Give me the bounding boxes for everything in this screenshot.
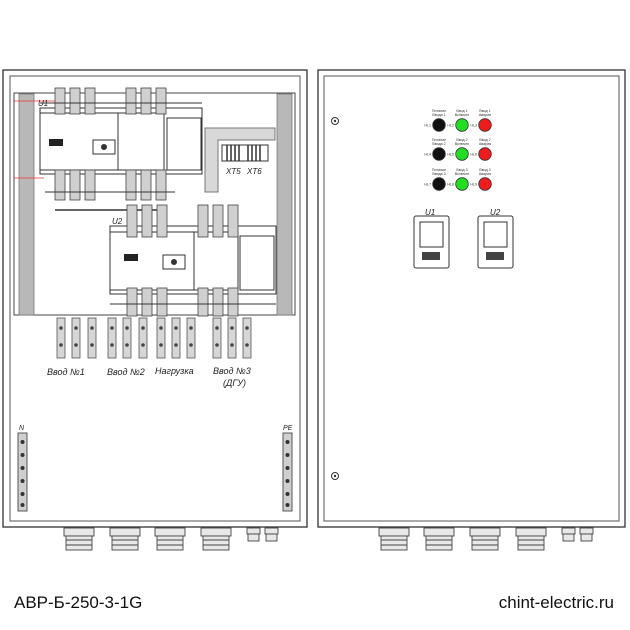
u1-display-box: [166, 117, 202, 171]
website-caption[interactable]: chint-electric.ru: [498, 593, 614, 612]
u2-brand-plate: [124, 254, 138, 261]
neutral-bar-label: N: [19, 425, 25, 432]
right-cable-glands: [378, 527, 594, 551]
indicator-caption-line2: Ввода 2: [432, 142, 445, 146]
indicator-tag: HL9: [470, 183, 477, 187]
indicator-lamp-icon: [478, 147, 492, 161]
indicator-caption-line2: Ввода 1: [432, 113, 445, 117]
door-lock-top-dot: [333, 119, 337, 123]
neutral-bar: N: [17, 425, 28, 512]
switch-u2-label: U2: [112, 217, 123, 226]
u1-right-module: [117, 112, 165, 171]
indicator-tag: HL4: [424, 153, 431, 157]
bus-label-input3: Ввод №3: [213, 366, 251, 376]
indicator-caption-line2: Авария: [479, 172, 491, 176]
left-panel-inner-frame: [9, 75, 301, 522]
indicator-caption-line1: Питание: [432, 138, 446, 142]
indicator-tag: HL5: [447, 153, 454, 157]
indicator-caption-line2: Авария: [479, 113, 491, 117]
indicator-lamp-icon: [432, 177, 446, 191]
input-busbars: [56, 317, 252, 359]
controller-u2: U2: [477, 208, 514, 269]
controller-u1-label: U1: [425, 208, 435, 217]
indicator-caption-line1: Ввод 3: [456, 168, 467, 172]
transfer-switch-u1: U1: [38, 87, 203, 211]
indicator-tag: HL1: [424, 124, 431, 128]
u2-right-module: [193, 231, 239, 291]
terminal-block-strip: [221, 144, 269, 162]
indicator-caption-line1: Ввод 2: [456, 138, 467, 142]
controller-u1: U1: [413, 208, 450, 269]
bus-label-input3-dgu: (ДГУ): [223, 378, 246, 388]
indicator-lamp-icon: [432, 147, 446, 161]
indicator-caption-line1: Питание: [432, 168, 446, 172]
u2-handle-pin: [171, 259, 177, 265]
controller-u2-label: U2: [490, 208, 501, 217]
bus-label-input1: Ввод №1: [47, 367, 85, 377]
left-side-rail: [18, 93, 35, 316]
indicator-caption-line1: Ввод 1: [479, 109, 490, 113]
indicator-lamp-icon: [478, 118, 492, 132]
product-model-caption: АВР-Б-250-3-1G: [14, 593, 143, 612]
terminal-block-label-xt6: XT6: [246, 167, 262, 176]
left-panel: U1: [2, 69, 308, 551]
bus-label-load: Нагрузка: [155, 366, 194, 376]
busbar-bolts: [59, 326, 249, 347]
door-lock-bottom-dot: [333, 474, 337, 478]
bus-label-input2: Ввод №2: [107, 367, 145, 377]
pe-bar-label: PE: [283, 425, 293, 432]
u1-top-terminals: [54, 87, 167, 115]
indicator-caption-line1: Ввод 1: [456, 109, 467, 113]
indicator-caption-line2: Включен: [455, 142, 470, 146]
u1-bottom-terminals: [54, 169, 167, 201]
indicator-caption-line2: Ввода 3: [432, 172, 445, 176]
indicator-lamp-icon: [455, 147, 469, 161]
indicator-caption-line2: Включен: [455, 172, 470, 176]
terminal-block-bracket: [204, 127, 276, 193]
indicator-lamp-icon: [432, 118, 446, 132]
pe-bar: PE: [282, 425, 293, 512]
u1-brand-plate: [49, 139, 63, 146]
u1-handle-pin: [101, 144, 107, 150]
terminal-blocks: XT5 XT6: [204, 127, 276, 193]
indicator-caption-line1: Ввод 2: [479, 138, 490, 142]
left-cable-glands: [63, 527, 279, 551]
right-panel-outer-frame: [317, 69, 626, 528]
right-side-rail: [276, 93, 293, 316]
terminal-block-label-xt5: XT5: [225, 167, 241, 176]
indicator-caption-line2: Включен: [455, 113, 470, 117]
indicator-tag: HL7: [424, 183, 431, 187]
u2-bottom-terminals: [126, 287, 239, 317]
u2-display-box: [239, 235, 275, 291]
indicator-tag: HL2: [447, 124, 454, 128]
indicator-caption-line1: Ввод 3: [479, 168, 490, 172]
indicator-tag: HL3: [470, 124, 477, 128]
u2-top-terminals: [126, 204, 239, 238]
indicator-caption-line2: Авария: [479, 142, 491, 146]
indicator-tag: HL8: [447, 183, 454, 187]
indicator-lamp-icon: [455, 177, 469, 191]
indicator-caption-line1: Питание: [432, 109, 446, 113]
indicator-lamp-icon: [455, 118, 469, 132]
indicator-lamp-icon: [478, 177, 492, 191]
transfer-switch-u2: U2: [109, 204, 277, 317]
indicator-tag: HL6: [470, 153, 477, 157]
right-panel-inner-frame: [323, 75, 620, 522]
